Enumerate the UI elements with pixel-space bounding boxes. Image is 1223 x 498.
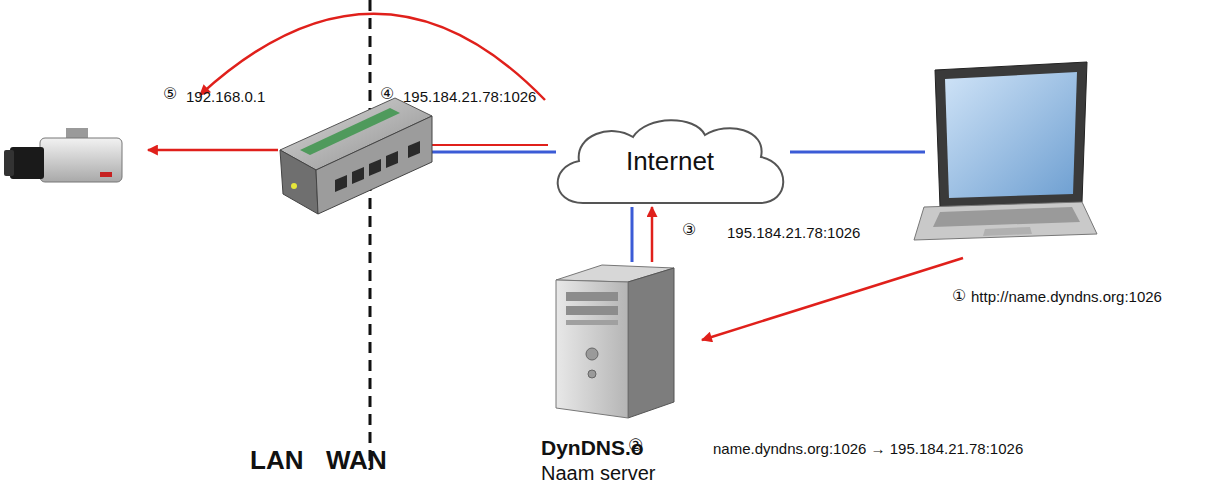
- callout-number: ①: [952, 288, 966, 304]
- callout-number: ④: [380, 86, 394, 102]
- request-line: [432, 144, 548, 146]
- url-text: http://name.dyndns.org:1026: [971, 289, 1162, 304]
- router: [280, 98, 432, 214]
- network-wire: [631, 207, 634, 262]
- server-node: DynDNS.oNaam server: [556, 262, 674, 418]
- callout-number: ⑤: [163, 86, 177, 102]
- ip-address: 195.184.21.78:1026: [727, 225, 860, 240]
- request-arrow: [148, 149, 278, 152]
- callout-number: ③: [682, 222, 696, 238]
- ip-camera: [4, 128, 122, 182]
- callout-number: ②: [628, 437, 643, 454]
- boundary-line: [369, 0, 372, 470]
- ip-address: 192.168.0.1: [186, 89, 265, 104]
- network-wire: [790, 151, 925, 154]
- request-arrow: [702, 258, 963, 340]
- ip-address: 195.184.21.78:1026: [403, 89, 536, 104]
- request-arrow: [651, 207, 654, 262]
- server-tower: [556, 262, 674, 418]
- cloud-node: Internet: [545, 115, 795, 207]
- dns-mapping: name.dyndns.org:1026 → 195.184.21.78:102…: [713, 441, 1023, 456]
- request-arrow: [200, 14, 545, 100]
- zone-label: LAN: [250, 447, 303, 473]
- network-wire: [430, 151, 556, 154]
- cloud-label: Internet: [545, 115, 795, 207]
- server-caption: Naam server: [541, 463, 655, 483]
- zone-label: WAN: [326, 447, 387, 473]
- laptop: [914, 62, 1097, 240]
